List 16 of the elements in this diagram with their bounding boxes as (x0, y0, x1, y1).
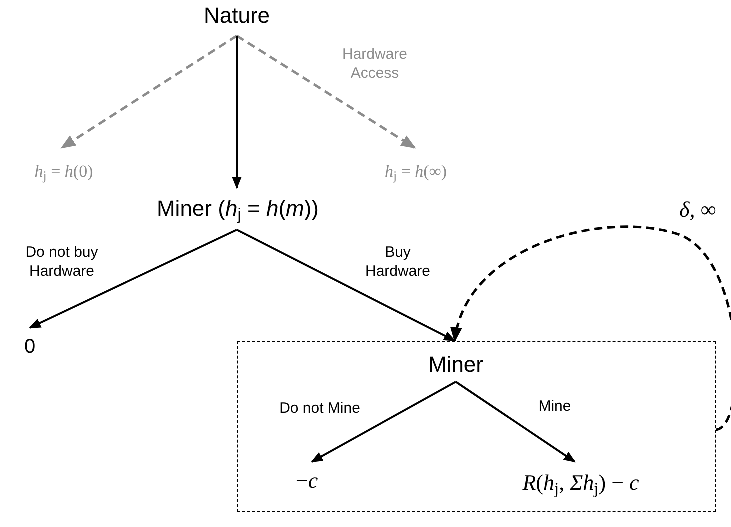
arrow (28, 229, 238, 329)
arrow (310, 381, 456, 463)
player-label: Miner (420, 348, 492, 382)
outcome-label: h$_{j}$ = h(∞) (355, 148, 477, 182)
dashed-arrow (452, 226, 731, 432)
outcome-label: h$_{j}$ = h(0) (8, 148, 120, 182)
dashed-arrow (60, 34, 238, 150)
payoff-label: −c (287, 462, 327, 494)
arrow (232, 36, 242, 190)
payoff-label: R(h$_{j}$, Σh$_{j}$) − c (488, 462, 674, 496)
arrow (455, 381, 576, 463)
payoff-label: 0 (16, 328, 44, 360)
player-label: Miner (h$_{j}$ = h(m)) (118, 188, 358, 230)
player-label: Nature (195, 2, 279, 36)
arrow (236, 229, 456, 342)
dashed-arrow (236, 34, 416, 150)
